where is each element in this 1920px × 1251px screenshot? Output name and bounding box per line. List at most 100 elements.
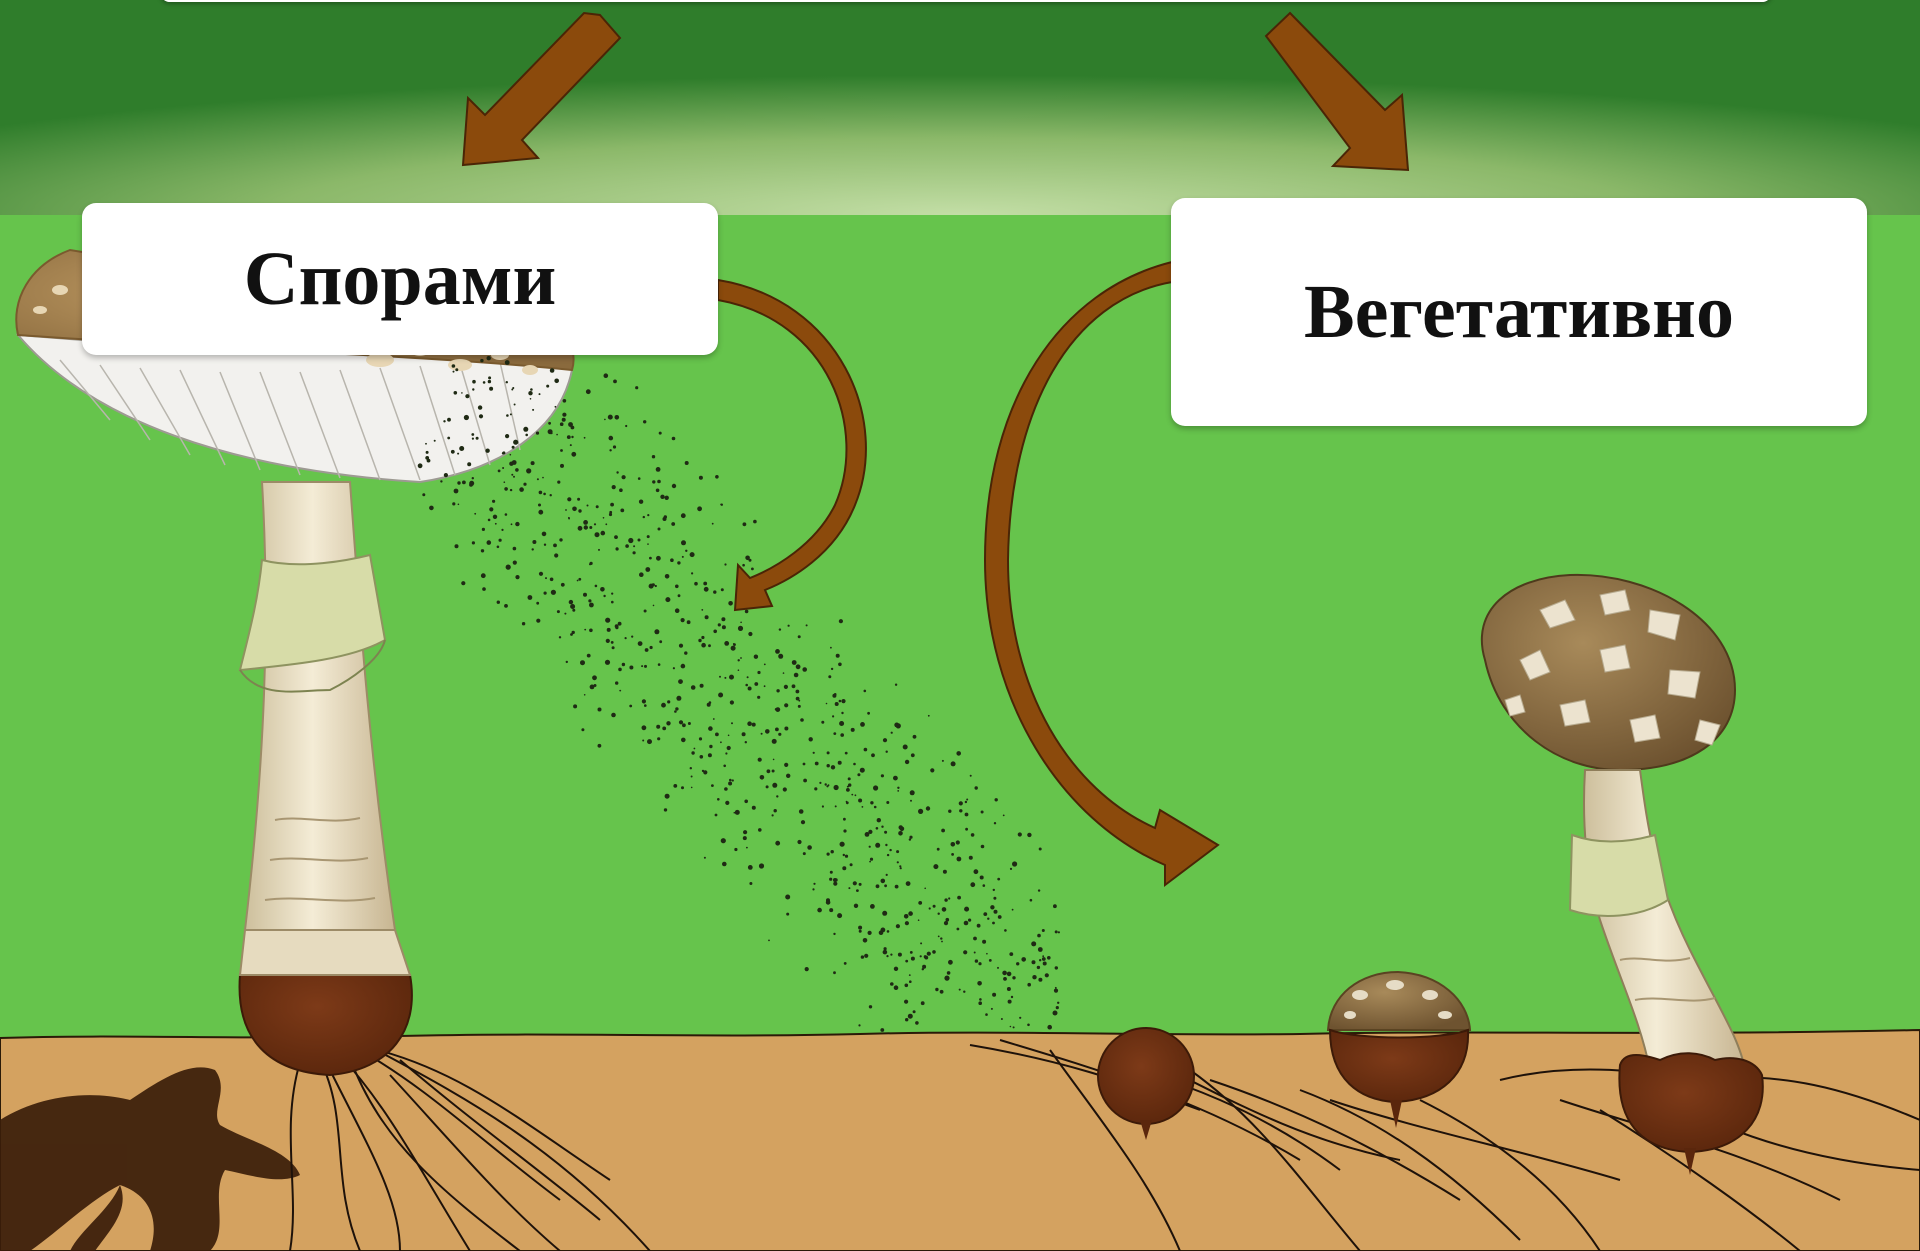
- spore-dot: [727, 746, 731, 750]
- spore-dot: [499, 539, 502, 542]
- spore-dot: [918, 919, 920, 921]
- spore-dot: [896, 850, 899, 853]
- spore-dot: [957, 896, 961, 900]
- spore-dot: [1027, 833, 1031, 837]
- spore-dot: [457, 453, 459, 455]
- spore-dot: [611, 641, 614, 644]
- spore-dot: [743, 836, 747, 840]
- spore-dot: [1032, 975, 1036, 979]
- spore-dot: [702, 770, 704, 772]
- spore-dot: [970, 775, 972, 777]
- spore-dot: [748, 687, 752, 691]
- spore-dot: [851, 794, 853, 796]
- spore-dot: [768, 940, 770, 942]
- spore-dot: [927, 952, 931, 956]
- spore-dot: [514, 404, 516, 406]
- spore-dot: [951, 842, 956, 847]
- spore-dot: [1027, 983, 1031, 987]
- spore-dot: [671, 522, 675, 526]
- spore-dot: [948, 897, 950, 899]
- spore-dot: [743, 522, 747, 526]
- spore-dot: [700, 684, 704, 688]
- spore-dot: [906, 881, 911, 886]
- spore-dot: [800, 718, 804, 722]
- spore-dot: [629, 705, 632, 708]
- spore-dot: [495, 523, 497, 525]
- spore-dot: [754, 655, 758, 659]
- spore-dot: [1031, 941, 1036, 946]
- spore-dot: [479, 414, 483, 418]
- spore-dot: [644, 704, 647, 707]
- spore-dot: [666, 721, 670, 725]
- spore-dot: [997, 878, 1000, 881]
- spore-dot: [652, 480, 655, 483]
- spore-dot: [1030, 899, 1033, 902]
- spore-dot: [554, 379, 559, 384]
- spore-dot: [595, 532, 600, 537]
- spore-dot: [1018, 832, 1022, 836]
- spore-dot: [948, 960, 953, 965]
- spore-dot: [613, 445, 616, 448]
- spore-dot: [992, 922, 995, 925]
- spore-dot: [440, 480, 442, 482]
- spore-dot: [1053, 904, 1057, 908]
- spore-dot: [699, 737, 702, 740]
- spore-dot: [543, 493, 546, 496]
- spore-dot: [647, 514, 649, 516]
- spore-dot: [904, 914, 909, 919]
- spore-dot: [941, 829, 945, 833]
- spore-dot: [493, 515, 497, 519]
- spore-dot: [738, 669, 740, 671]
- spore-dot: [681, 513, 686, 518]
- spore-dot: [743, 830, 747, 834]
- spore-dot: [748, 632, 752, 636]
- spore-dot: [551, 590, 556, 595]
- spore-dot: [1043, 962, 1047, 966]
- spore-dot: [1042, 957, 1046, 961]
- spore-dot: [828, 675, 831, 678]
- spore-dot: [786, 913, 789, 916]
- spore-dot: [472, 438, 474, 440]
- spore-dot: [454, 391, 458, 395]
- spore-dot: [990, 905, 994, 909]
- spore-dot: [598, 549, 600, 551]
- spore-dot: [587, 654, 591, 658]
- spore-dot: [742, 564, 745, 567]
- spore-dot: [504, 481, 506, 483]
- spore-dot: [615, 681, 618, 684]
- spore-dot: [658, 528, 661, 531]
- spore-dot: [963, 991, 965, 993]
- spore-dot: [884, 884, 887, 887]
- spore-dot: [675, 707, 678, 710]
- spore-dot: [488, 376, 491, 379]
- spore-dot: [572, 631, 575, 634]
- spore-dot: [459, 446, 464, 451]
- spore-dot: [924, 888, 926, 890]
- spore-dot: [618, 622, 622, 626]
- spore-dot: [515, 522, 519, 526]
- spore-dot: [911, 753, 915, 757]
- spore-dot: [647, 543, 649, 545]
- spore-dot: [784, 685, 788, 689]
- spore-dot: [691, 751, 694, 754]
- spore-dot: [598, 708, 602, 712]
- spore-dot: [618, 668, 622, 672]
- spore-dot: [886, 751, 888, 753]
- spore-dot: [846, 801, 849, 804]
- spore-dot: [469, 483, 473, 487]
- spore-dot: [715, 475, 719, 479]
- spore-dot: [488, 380, 491, 383]
- spore-dot: [812, 888, 814, 890]
- spore-dot: [647, 739, 652, 744]
- spore-dot: [896, 723, 901, 728]
- spore-dot: [595, 585, 598, 588]
- spore-dot: [657, 737, 660, 740]
- spore-dot: [688, 722, 691, 725]
- spore-dot: [859, 930, 862, 933]
- spore-dot: [560, 422, 564, 426]
- spore-dot: [462, 481, 466, 485]
- spore-dot: [876, 827, 879, 830]
- spore-dot: [899, 825, 903, 829]
- spore-dot: [784, 763, 788, 767]
- spore-dot: [886, 801, 889, 804]
